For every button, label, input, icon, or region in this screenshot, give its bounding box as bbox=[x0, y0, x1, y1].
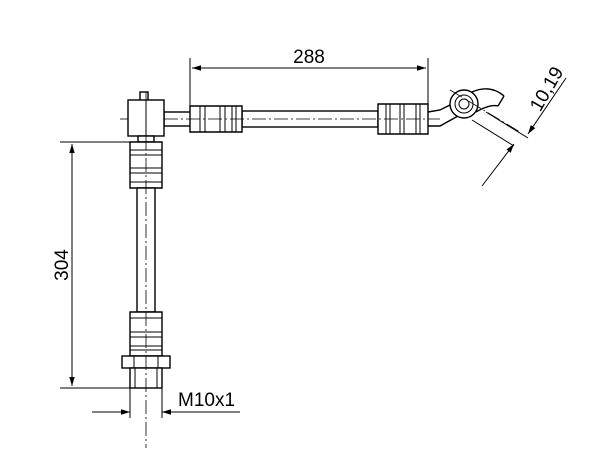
dimension-288: 288 bbox=[189, 47, 429, 106]
dimension-thread: M10x1 bbox=[92, 388, 240, 418]
dimension-288-label: 288 bbox=[293, 47, 325, 68]
banjo-fitting bbox=[449, 88, 521, 133]
dimension-thread-label: M10x1 bbox=[178, 390, 235, 411]
dimension-fitting: 10,19 bbox=[471, 63, 568, 187]
dimension-fitting-label: 10,19 bbox=[526, 63, 568, 115]
horizontal-hose bbox=[120, 103, 459, 135]
dimension-304-label: 304 bbox=[52, 249, 73, 281]
vertical-hose bbox=[121, 92, 171, 448]
dimension-304: 304 bbox=[52, 141, 130, 389]
